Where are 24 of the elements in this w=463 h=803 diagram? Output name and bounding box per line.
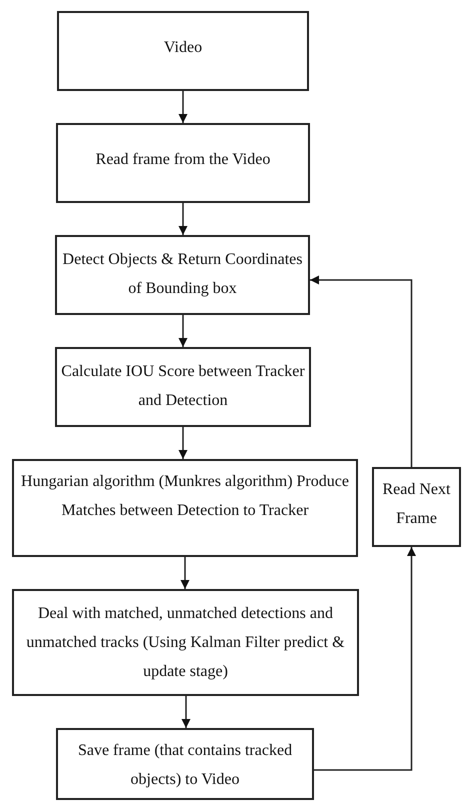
process-box	[57, 11, 309, 91]
arrow	[178, 315, 188, 347]
arrow	[310, 276, 412, 467]
arrow	[178, 203, 188, 235]
step-text: Deal with matched, unmatched detections and unmatched tracks (Using Kalman Filter predict & update stage)	[25, 604, 346, 682]
process-box	[55, 235, 310, 315]
arrow	[182, 696, 190, 728]
step-text: Read Next Frame	[382, 480, 452, 529]
process-box	[56, 728, 314, 800]
process-box	[12, 589, 359, 696]
step-text: Calculate IOU Score between Tracker and Detection	[61, 362, 305, 411]
arrow	[180, 557, 190, 589]
process-box	[372, 467, 461, 547]
arrow	[178, 427, 188, 459]
step-text: Detect Objects & Return Coordinates of Bounding box	[62, 250, 304, 299]
arrow	[314, 547, 416, 771]
process-box	[55, 347, 311, 427]
step-text: Hungarian algorithm (Munkres algorithm) Produce Matches between Detection to Tracker	[20, 472, 350, 521]
process-box	[56, 123, 310, 203]
process-box	[12, 459, 358, 557]
arrow	[178, 91, 188, 123]
step-text: Save frame (that contains tracked objects) to Video	[76, 741, 294, 790]
step-text: Read frame from the Video	[96, 150, 270, 170]
step-text: Video	[164, 38, 202, 58]
